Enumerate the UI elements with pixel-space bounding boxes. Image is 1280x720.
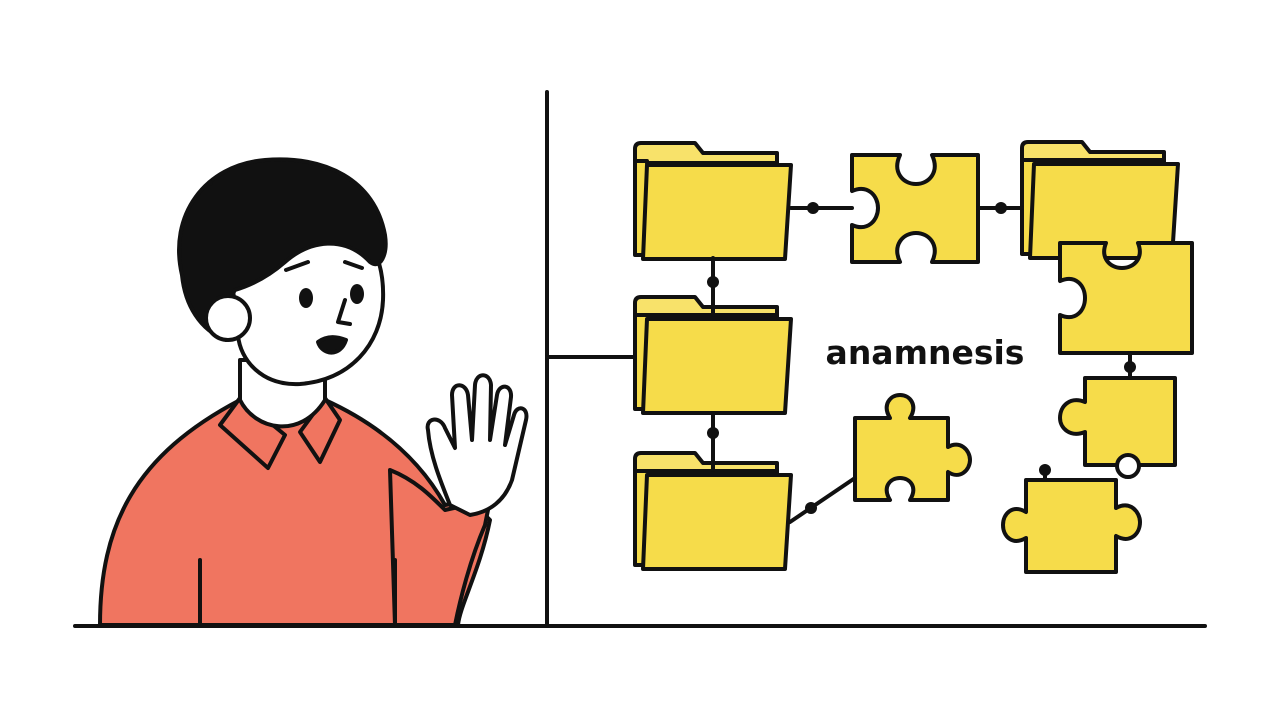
puzzle-piece-icon xyxy=(1058,241,1194,355)
person-nose xyxy=(336,298,352,326)
puzzle-piece-icon xyxy=(1001,478,1142,574)
person-eye-right xyxy=(350,284,364,304)
person-hand xyxy=(425,373,529,517)
person-collar-right xyxy=(298,396,342,464)
connectors xyxy=(707,202,1141,524)
person-eyebrow-right xyxy=(343,260,364,270)
connector-dot xyxy=(805,502,817,514)
puzzle-piece-icon xyxy=(1058,376,1177,467)
person-illustration xyxy=(98,157,529,627)
shirt-fold-line xyxy=(198,558,397,627)
connector-dot xyxy=(707,276,719,288)
hair-strand xyxy=(207,180,213,186)
folder-icon xyxy=(633,451,793,571)
person-eyebrow-left xyxy=(284,260,310,272)
folder-icon xyxy=(1020,140,1180,260)
connector-dot xyxy=(1039,464,1051,476)
connector-dot xyxy=(1124,361,1136,373)
folder-icon xyxy=(633,141,793,261)
diagram-term-label: anamnesis xyxy=(826,333,1025,372)
connector-dot xyxy=(807,202,819,214)
person-ear xyxy=(204,294,252,342)
folder-icon xyxy=(633,295,793,415)
connector-dot xyxy=(707,427,719,439)
person-mouth xyxy=(316,335,348,355)
connector-node-open xyxy=(1115,453,1141,479)
puzzle-piece-icon xyxy=(853,393,972,502)
person-eye-left xyxy=(299,288,313,308)
puzzle-piece-icon xyxy=(850,153,980,264)
connector-dot xyxy=(995,202,1007,214)
